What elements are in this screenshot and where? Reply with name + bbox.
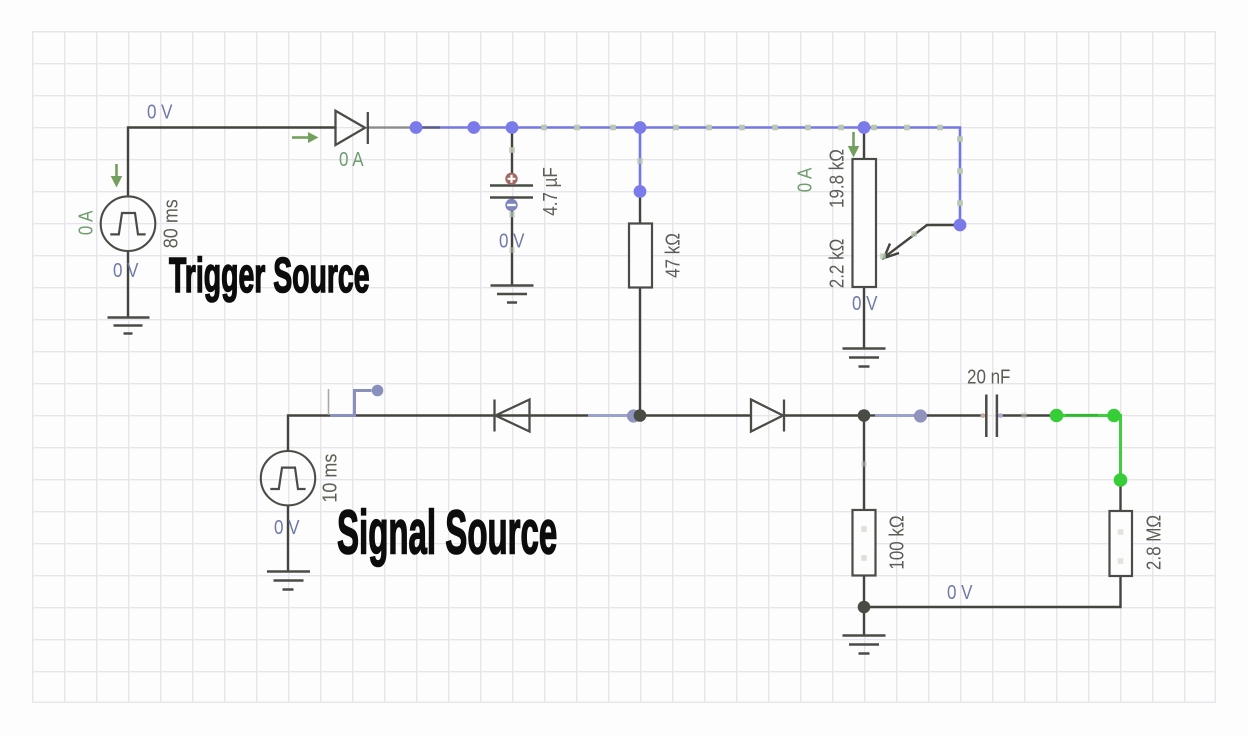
svg-text:0 V: 0 V [113, 259, 139, 282]
svg-text:2.8 MΩ: 2.8 MΩ [1142, 515, 1165, 570]
svg-text:0 A: 0 A [74, 210, 97, 235]
svg-text:Signal Source: Signal Source [337, 497, 557, 567]
svg-text:4.7 µF: 4.7 µF [539, 167, 562, 216]
svg-text:20 nF: 20 nF [967, 365, 1010, 388]
svg-text:Trigger Source: Trigger Source [169, 249, 370, 303]
svg-text:19.8 kΩ: 19.8 kΩ [825, 149, 848, 208]
svg-text:0 A: 0 A [339, 148, 364, 171]
svg-text:0 V: 0 V [499, 229, 525, 252]
svg-text:0 V: 0 V [274, 516, 300, 539]
svg-text:0 A: 0 A [793, 167, 816, 192]
svg-text:0 V: 0 V [852, 292, 878, 315]
svg-text:47 kΩ: 47 kΩ [661, 233, 684, 278]
svg-text:2.2 kΩ: 2.2 kΩ [825, 239, 848, 289]
svg-text:80 ms: 80 ms [161, 199, 183, 248]
svg-text:10 ms: 10 ms [320, 454, 342, 503]
svg-text:100 kΩ: 100 kΩ [885, 515, 908, 569]
svg-text:0 V: 0 V [947, 581, 973, 604]
svg-text:0 V: 0 V [147, 100, 173, 123]
